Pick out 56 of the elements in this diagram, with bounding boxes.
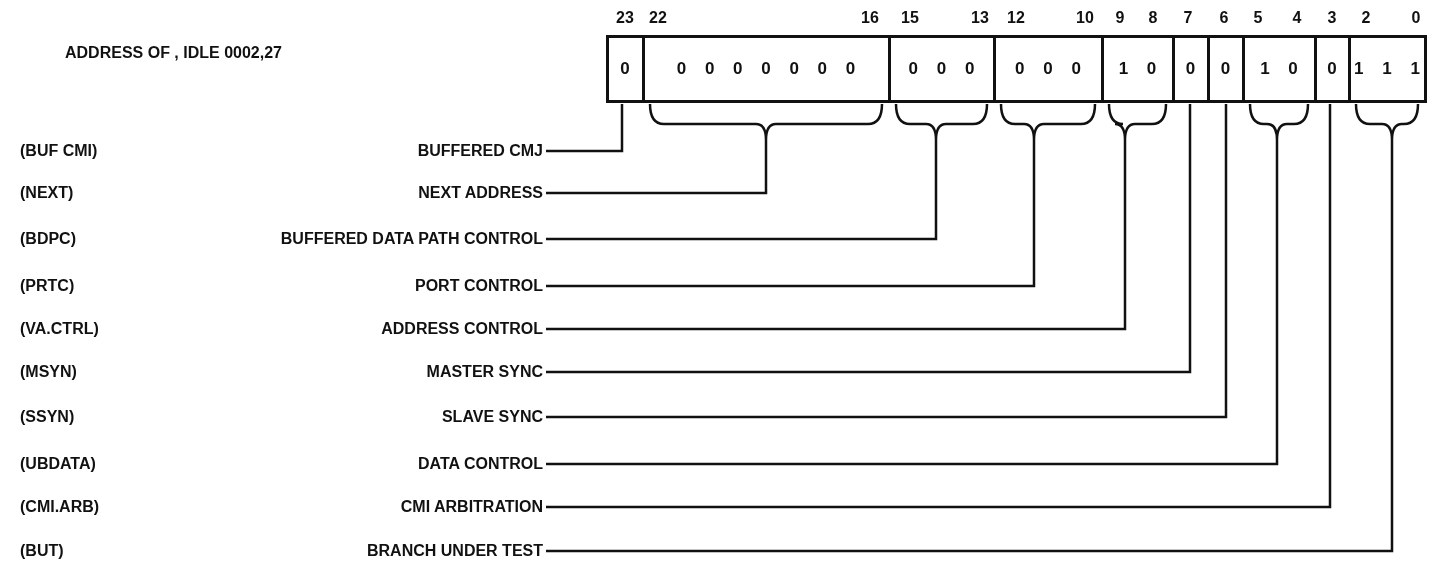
leader-line — [544, 102, 1168, 331]
field-mnemonic: (NEXT) — [20, 183, 74, 203]
bit-number: 9 — [1115, 8, 1125, 28]
bit-value: 0 — [1185, 59, 1196, 79]
field-mnemonic: (UBDATA) — [20, 454, 96, 474]
field-name: BUFFERED DATA PATH CONTROL — [280, 229, 543, 249]
bit-value: 1 0 — [1260, 59, 1298, 79]
field-name: BRANCH UNDER TEST — [367, 541, 543, 561]
field-mnemonic: (CMI.ARB) — [20, 497, 100, 517]
bit-number: 5 — [1253, 8, 1263, 28]
bit-number: 15 — [901, 8, 919, 28]
bit-number: 6 — [1219, 8, 1229, 28]
bit-value: 0 0 0 — [1015, 59, 1081, 79]
field-name: SLAVE SYNC — [441, 407, 543, 427]
leader-line — [546, 104, 1192, 374]
leader-line — [546, 104, 1228, 419]
bit-number: 3 — [1327, 8, 1337, 28]
bit-number: 13 — [971, 8, 989, 28]
field-name: DATA CONTROL — [418, 454, 543, 474]
field-mnemonic: (SSYN) — [20, 407, 75, 427]
field-name: NEXT ADDRESS — [418, 183, 543, 203]
bit-value: 1 0 — [1118, 59, 1157, 79]
bit-number: 7 — [1183, 8, 1193, 28]
leader-line — [544, 102, 1097, 288]
bit-number: 4 — [1292, 8, 1302, 28]
leader-line — [546, 104, 624, 153]
bit-value: 0 — [620, 59, 630, 79]
field-name: MASTER SYNC — [426, 362, 543, 382]
field-mnemonic: (BUT) — [20, 541, 64, 561]
field-name: PORT CONTROL — [415, 276, 543, 296]
bit-number: 23 — [616, 8, 634, 28]
bit-number: 0 — [1411, 8, 1421, 28]
field-mnemonic: (VA.CTRL) — [20, 319, 99, 339]
bit-value: 0 — [1220, 59, 1231, 79]
bit-value: 0 — [1327, 59, 1337, 79]
field-mnemonic: (MSYN) — [20, 362, 77, 382]
leader-line — [544, 102, 1420, 553]
leader-line — [544, 102, 989, 241]
bit-number: 8 — [1148, 8, 1158, 28]
register-field — [605, 35, 645, 103]
bit-value: 0 0 0 — [908, 59, 975, 79]
bit-number: 22 — [649, 8, 667, 28]
bit-value: 0 0 0 0 0 0 0 — [676, 59, 856, 79]
bit-number: 12 — [1007, 8, 1025, 28]
bit-number: 10 — [1076, 8, 1094, 28]
field-mnemonic: (BDPC) — [20, 229, 76, 249]
field-name: CMI ARBITRATION — [400, 497, 543, 517]
field-name: BUFFERED CMJ — [417, 141, 543, 161]
register-title: ADDRESS OF , IDLE 0002,27 — [65, 43, 282, 63]
field-name: ADDRESS CONTROL — [381, 319, 543, 339]
bit-number: 2 — [1361, 8, 1371, 28]
bit-number: 16 — [861, 8, 879, 28]
field-mnemonic: (PRTC) — [20, 276, 75, 296]
leader-line — [544, 102, 884, 195]
field-mnemonic: (BUF CMI) — [20, 141, 98, 161]
bit-value: 1 1 1 — [1354, 59, 1420, 79]
